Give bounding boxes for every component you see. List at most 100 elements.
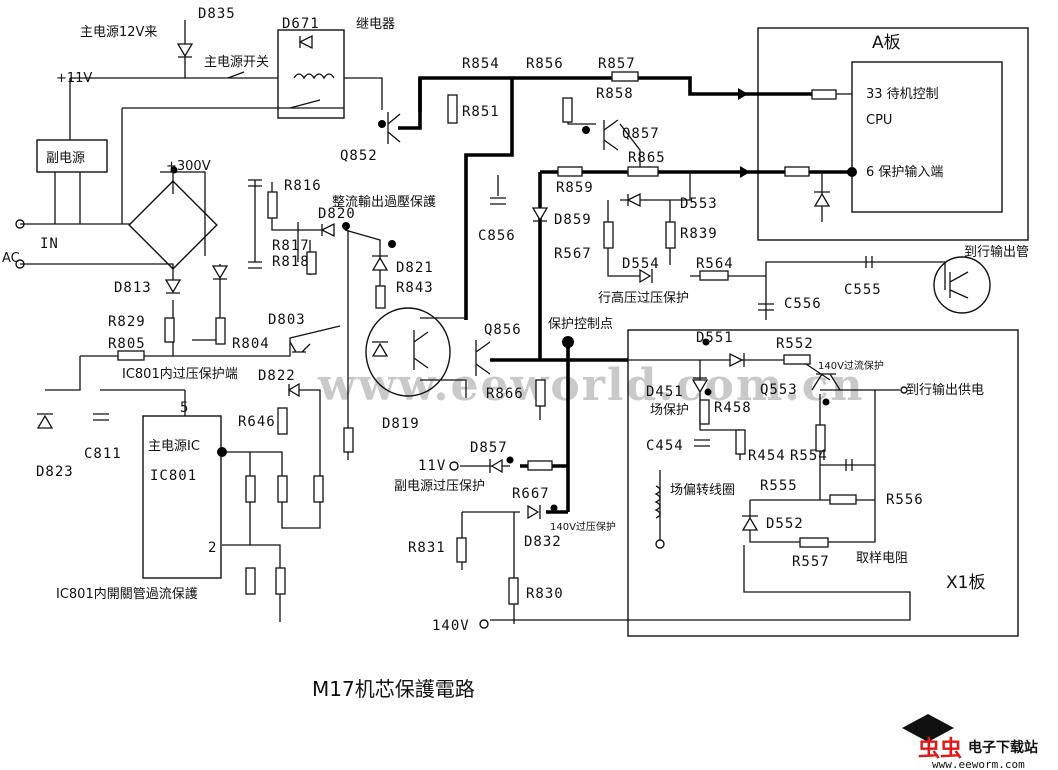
label-r843: R843 — [396, 280, 434, 296]
label-d554: D554 — [622, 256, 660, 272]
d671-symbol — [298, 34, 313, 50]
coils-switches — [15, 71, 908, 629]
r-cpu6-body — [784, 166, 810, 177]
label-plus11v: +11V — [56, 71, 92, 86]
junction-dots — [170, 120, 857, 512]
label-r865: R865 — [628, 150, 666, 166]
cpu-outline — [851, 61, 1003, 213]
label-ic801: IC801 — [150, 468, 197, 484]
label-d553: D553 — [680, 196, 718, 212]
wire-ic-right — [220, 389, 321, 529]
label-r816: R816 — [284, 178, 322, 194]
h-output-tube-symbol — [933, 256, 991, 314]
label-r556: R556 — [886, 492, 924, 508]
diagram-title: M17机芯保護電路 — [312, 677, 475, 701]
ic801-outline — [142, 415, 222, 579]
logo-mark: 虫虫 — [918, 736, 962, 762]
dot-d451 — [704, 388, 712, 396]
terminal-11v — [449, 461, 459, 471]
ac-terminal-top — [15, 219, 25, 229]
label-d671: D671 — [282, 16, 320, 32]
label-r817: R817 — [272, 238, 310, 254]
d835-symbol — [176, 43, 194, 58]
r-ic-a-body — [245, 475, 256, 503]
label-r818: R818 — [272, 254, 310, 270]
label-r554: R554 — [790, 448, 828, 464]
c556-symbol — [758, 303, 774, 311]
label-d822: D822 — [258, 368, 296, 384]
label-cpu: CPU — [866, 113, 892, 128]
dot-300v — [170, 166, 178, 174]
r-vertical-body — [343, 427, 354, 453]
dot-protect-point — [562, 336, 574, 348]
wire-d551 — [568, 359, 831, 381]
label-d859: D859 — [554, 212, 592, 228]
arrow-to-cpu-33 — [738, 88, 748, 100]
wire-relay-out — [344, 77, 383, 110]
wire-opto-out — [420, 379, 467, 398]
r-cpu33-body — [811, 89, 837, 100]
d551-symbol — [729, 352, 745, 368]
label-r866: R866 — [486, 386, 524, 402]
d857-symbol — [489, 458, 503, 474]
d553-symbol — [626, 192, 641, 208]
dot-d551 — [702, 338, 710, 346]
q856-to-bus — [464, 78, 514, 320]
label-cpu-pin33: 33 待机控制 — [866, 87, 939, 102]
label-r555: R555 — [760, 478, 798, 494]
q852-symbol — [387, 112, 401, 144]
label-aux-supply: 副电源 — [46, 151, 85, 166]
label-field-prot: 场保护 — [650, 403, 689, 418]
label-ic801-ovp: IC801内过压保护端 — [122, 366, 238, 382]
label-d803: D803 — [268, 312, 306, 328]
q856-symbol — [475, 340, 491, 376]
r567-body — [603, 221, 614, 249]
r667-body — [527, 460, 553, 471]
label-prot-point: 保护控制点 — [548, 317, 613, 332]
label-sample-res: 取样电阻 — [856, 551, 908, 566]
d822-symbol — [287, 382, 300, 398]
r805-body — [117, 350, 145, 361]
label-d819: D819 — [382, 416, 420, 432]
label-r667: R667 — [512, 486, 550, 502]
label-140v-ovp: 140V过压保护 — [550, 520, 616, 533]
r858-body — [562, 97, 573, 123]
label-r805: R805 — [108, 336, 146, 352]
r866-body — [535, 379, 546, 407]
label-r552: R552 — [776, 336, 814, 352]
c811-symbol — [93, 413, 109, 421]
r-ic-b-body — [277, 475, 288, 503]
r851-body — [447, 94, 458, 124]
d823-symbol — [36, 413, 54, 429]
r458-body — [699, 399, 710, 425]
h-output-tube-inner — [949, 271, 969, 299]
label-r858: R858 — [596, 86, 634, 102]
r818-body — [306, 251, 317, 275]
r-ic-d-body — [245, 567, 256, 595]
label-ic801-pin5: 5 — [180, 400, 189, 416]
d819-phototransistor — [413, 330, 429, 370]
label-hv-ovp: 行高压过压保护 — [598, 290, 689, 306]
capacitors — [93, 179, 873, 471]
label-140v-ocp: 140V过流保护 — [818, 359, 884, 372]
label-ac: AC — [2, 251, 20, 266]
c856-symbol — [490, 197, 506, 205]
label-r454: R454 — [748, 448, 786, 464]
label-d820: D820 — [318, 206, 356, 222]
dot-d821 — [388, 240, 396, 248]
r859-body — [557, 166, 583, 177]
label-c811: C811 — [84, 446, 122, 462]
dot-ic-right — [217, 447, 227, 457]
label-ic801-pin2: 2 — [208, 540, 217, 556]
d554-symbol — [639, 268, 653, 284]
cap-a-symbol — [248, 179, 262, 187]
wire-aux-legs — [54, 172, 81, 224]
label-aux-ovp: 副电源过压保护 — [394, 479, 485, 494]
x1-board-outline — [627, 329, 1019, 637]
r830-body — [508, 577, 519, 605]
wire-q857 — [619, 123, 641, 172]
logo-name: 电子下载站 — [968, 739, 1038, 756]
label-c555: C555 — [844, 282, 882, 298]
dot-d832 — [550, 504, 558, 512]
label-r646: R646 — [238, 414, 276, 430]
